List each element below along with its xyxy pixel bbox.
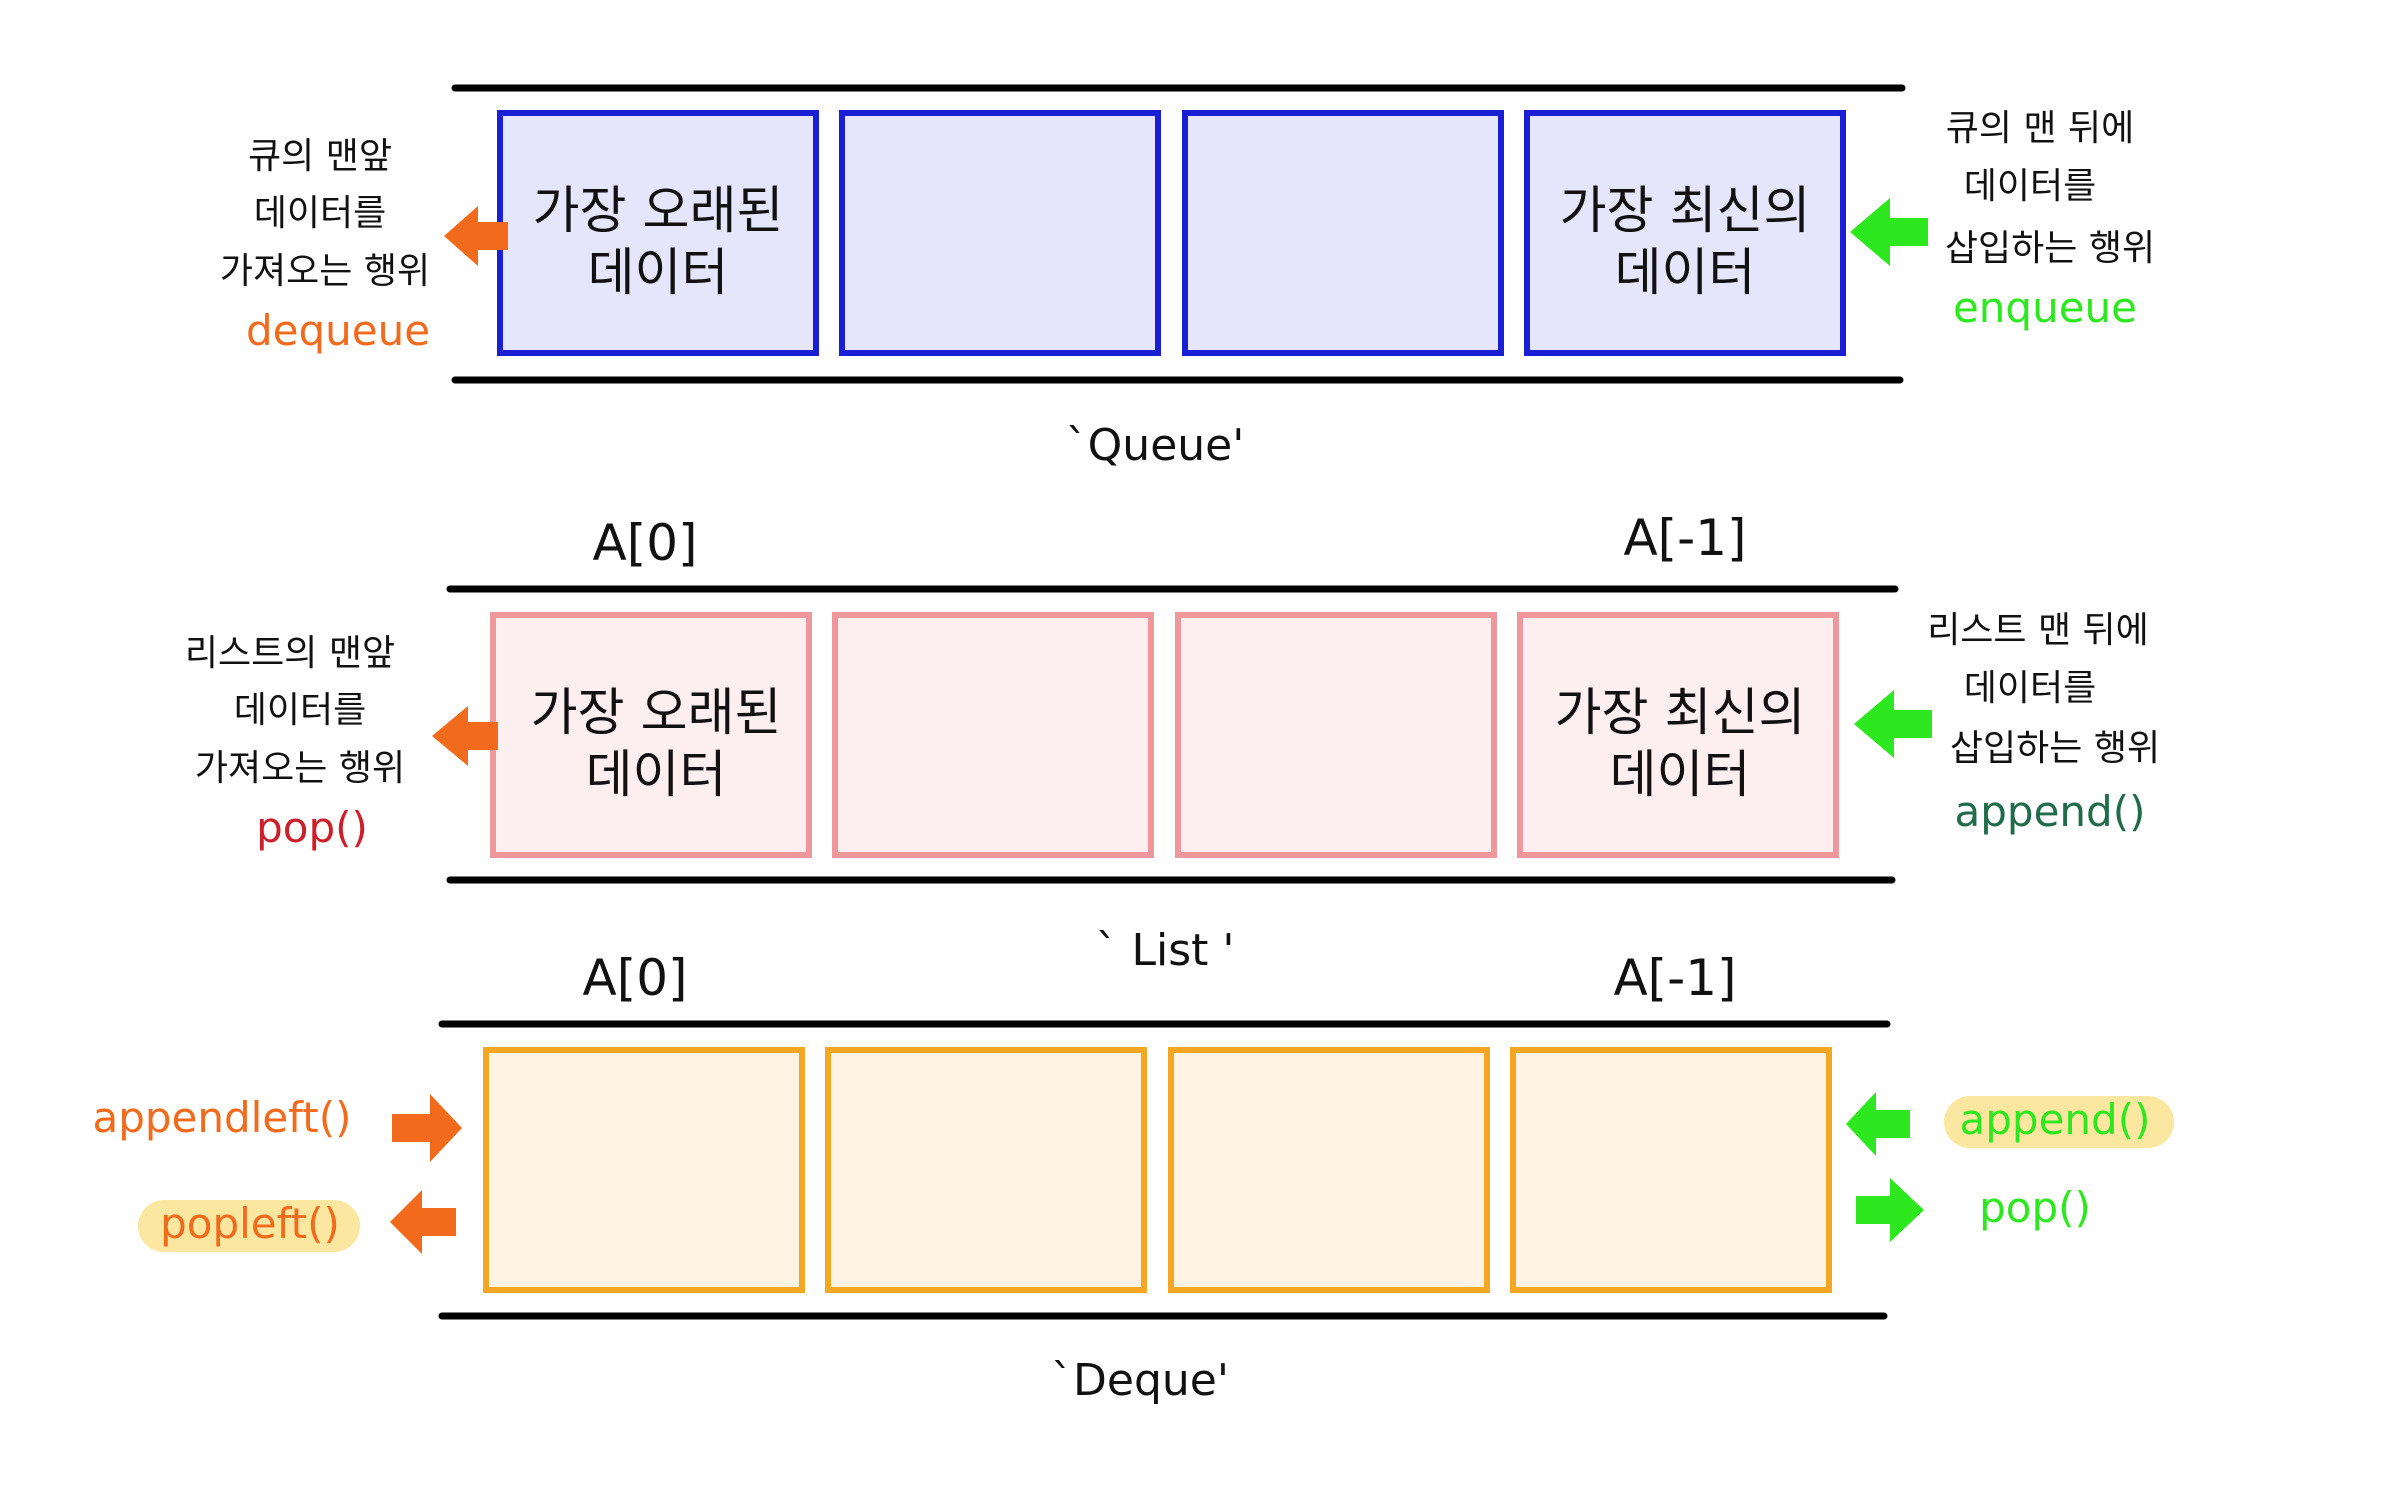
queue-newest-label: 가장 최신의 [1560,182,1811,241]
list-index-first: A[0] [592,514,697,572]
list-left-note: 가져오는 행위 [195,748,405,789]
queue-cell-newest [1524,110,1846,356]
popleft-highlight [138,1200,360,1252]
list-cell-newest [1517,612,1839,858]
queue-left-note: 데이터를 [254,193,386,234]
queue-left-note: 가져오는 행위 [220,251,430,292]
list-right-note: 데이터를 [1964,668,2096,709]
appendleft-arrow-icon [392,1094,462,1162]
deque-cell [1168,1047,1490,1293]
dequeue-arrow-icon [444,206,508,266]
deque-pop-arrow-icon [1856,1178,1924,1242]
pop-label: pop() [256,803,368,852]
deque-cell [483,1047,805,1293]
queue-right-note: 큐의 맨 뒤에 [1946,108,2135,149]
queue-right-note: 데이터를 [1964,166,2096,207]
list-cell-oldest [490,612,812,858]
dequeue-label: dequeue [246,306,430,355]
list-newest-label: 데이터 [1610,746,1751,805]
list-oldest-label: 데이터 [586,746,727,805]
popleft-arrow-icon [390,1190,456,1254]
list-right-note: 리스트 맨 뒤에 [1927,610,2149,651]
deque-index-last: A[-1] [1613,949,1736,1007]
queue-section: 가장 오래된 데이터 가장 최신의 데이터 큐의 맨앞 데이터를 가져오는 행위… [220,84,2155,471]
list-caption: ` List ' [1096,925,1235,976]
deque-cell [825,1047,1147,1293]
queue-cell [839,110,1161,356]
deque-caption: `Deque' [1051,1355,1229,1406]
queue-newest-label: 데이터 [1615,244,1756,303]
queue-oldest-label: 가장 오래된 [533,182,784,241]
popleft-label: popleft() [160,1199,340,1248]
queue-caption: `Queue' [1066,420,1245,471]
pop-arrow-icon [432,706,498,766]
deque-cell [1510,1047,1832,1293]
list-left-note: 데이터를 [234,690,366,731]
queue-cell [1182,110,1504,356]
appendleft-label: appendleft() [93,1093,352,1142]
list-newest-label: 가장 최신의 [1555,684,1806,743]
list-left-note: 리스트의 맨앞 [185,633,395,674]
list-cell [832,612,1154,858]
list-section: A[0] A[-1] 가장 오래된 데이터 가장 최신의 데이터 리스트의 맨앞… [185,509,2160,976]
queue-oldest-label: 데이터 [588,244,729,303]
list-index-last: A[-1] [1623,509,1746,567]
append-arrow-icon [1854,690,1932,758]
queue-left-note: 큐의 맨앞 [248,136,392,177]
list-oldest-label: 가장 오래된 [531,684,782,743]
deque-append-label: append() [1960,1095,2151,1144]
enqueue-arrow-icon [1850,198,1928,266]
list-right-note: 삽입하는 행위 [1950,728,2160,769]
deque-append-arrow-icon [1846,1092,1910,1156]
append-highlight [1944,1096,2174,1148]
enqueue-label: enqueue [1953,283,2137,332]
deque-pop-label: pop() [1979,1183,2091,1232]
list-append-label: append() [1955,787,2146,836]
list-cell [1175,612,1497,858]
deque-section: A[0] A[-1] appendleft() popleft() append… [93,949,2174,1406]
deque-index-first: A[0] [582,949,687,1007]
queue-right-note: 삽입하는 행위 [1945,228,2155,269]
